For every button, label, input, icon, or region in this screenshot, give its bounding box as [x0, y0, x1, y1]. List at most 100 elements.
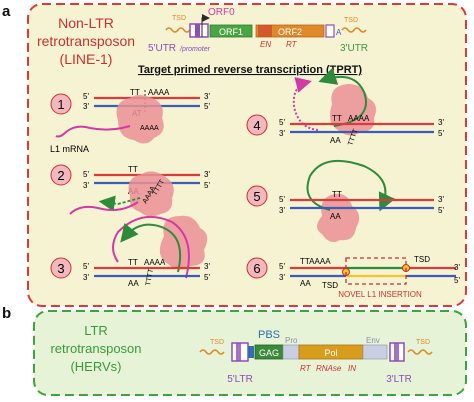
- line1-tsd-right: TSD: [344, 17, 358, 24]
- herv-in-label: IN: [348, 364, 356, 373]
- tprt-step-5: 5 5' 3' 3' 5' TT AA: [246, 159, 444, 242]
- step-2-cdna-arrow: [98, 195, 141, 212]
- step-4-5prime-bottom: 5': [438, 129, 444, 138]
- step-6-tsd-bottom: TSD: [322, 281, 338, 290]
- orf1-block: [209, 24, 253, 38]
- step-1-number: 1: [57, 97, 64, 112]
- step-1-3prime-bottom: 3': [83, 102, 89, 111]
- pbs-block: [248, 346, 254, 358]
- step-6-tsd-top: TSD: [414, 255, 430, 264]
- step-6-3prime-bottom: 3': [279, 273, 285, 282]
- step-2-l1-mrna: [69, 201, 139, 215]
- step-1-polya-tail: AAAA: [140, 125, 159, 132]
- step-2-tt: TT: [128, 165, 138, 174]
- panel-a-letter: a: [2, 3, 11, 20]
- orf0-arrow: [201, 14, 210, 37]
- step-2-badge: [50, 164, 72, 186]
- step-1-3prime-top: 3': [204, 92, 210, 101]
- step-5-aa: AA: [330, 212, 341, 221]
- tprt-step-1: 1 5' 3' 3' 5' TT AAAA AT AAAA L1 mRNA: [50, 88, 210, 154]
- line1-flank-right: [341, 27, 367, 33]
- step-4-3prime-bottom: 3': [279, 129, 285, 138]
- panel-a-title-line3: (LINE-1): [60, 51, 113, 67]
- orf1-label: ORF1: [219, 27, 243, 37]
- step-3-tttt: TTTT: [145, 268, 155, 287]
- step-6-5prime-bottom: 5': [454, 276, 460, 285]
- step-3-aaaa: AAAA: [144, 258, 166, 267]
- line1-gene-structure: TSD ORF0 ORF1 ORF2 A TSD EN RT 5'UTR /pr…: [148, 7, 368, 54]
- herv-gene-structure: TSD PBS GAG Pro Pol Env TSD RT RNAse IN …: [199, 329, 433, 385]
- step-1-tt: TT: [130, 88, 140, 97]
- utr3-label: 3'UTR: [340, 43, 368, 54]
- line1-tsd-left: TSD: [172, 15, 186, 22]
- step-5-5prime-top: 5': [279, 195, 285, 204]
- step-3-3prime-bottom: 3': [83, 273, 89, 282]
- step-3-enzyme: [159, 215, 208, 270]
- panel-a-title-line2: retrotransposon: [37, 33, 135, 49]
- step-6-insertion-label: NOVEL L1 INSERTION: [338, 290, 422, 299]
- panel-b-title-line2: retrotransposon: [50, 341, 141, 356]
- utr5-promoter-label: /promoter: [179, 46, 211, 53]
- orf2-block: [255, 24, 325, 38]
- tprt-step-2: 2 5' 3' 3' 5' TT AA TTTT AAAA: [50, 164, 210, 217]
- step-4-rt-arrow: [318, 67, 367, 127]
- pbs-label: PBS: [258, 329, 280, 341]
- step-4-3prime-top: 3': [438, 118, 444, 127]
- en-label: EN: [260, 40, 271, 49]
- step-6-3prime-top: 3': [454, 263, 460, 272]
- step-5-number: 5: [253, 189, 260, 204]
- orf2-en-domain: [258, 25, 272, 37]
- step-3-number: 3: [57, 261, 64, 276]
- herv-5ltr-inner: [236, 343, 241, 361]
- step-4-aaaa: AAAA: [348, 114, 370, 123]
- step-5-green-strand: [306, 159, 396, 212]
- panel-b-title-line3: (HERVs): [70, 359, 121, 374]
- line1-3utr-block: [325, 24, 335, 38]
- orf0-label: ORF0: [208, 7, 235, 18]
- panel-a-title-line1: Non-LTR: [58, 15, 114, 31]
- line1-flank-left: [165, 27, 191, 33]
- herv-tsd-right: TSD: [416, 339, 430, 346]
- tprt-step-6: 6 5' 3' 3' 5' TTAAAA AA TSD TSD NOVEL L1…: [246, 255, 460, 299]
- step-1-5prime-top: 5': [83, 92, 89, 101]
- tprt-title: Target primed reverse transcription (TPR…: [138, 64, 362, 76]
- step-4-tt: TT: [332, 114, 342, 123]
- step-6-ttaaaa: TTAAAA: [300, 257, 331, 266]
- step-5-badge: [246, 185, 268, 207]
- orf2-label: ORF2: [278, 27, 302, 37]
- herv-tsd-left: TSD: [210, 339, 224, 346]
- step-3-5prime-bottom: 5': [204, 273, 210, 282]
- step-2-3prime-bottom: 3': [83, 181, 89, 190]
- step-6-badge: [246, 257, 268, 279]
- step-2-3prime-top: 3': [204, 170, 210, 179]
- herv-5ltr-label: 5'LTR: [227, 374, 253, 385]
- step-1-aaaa: AAAA: [148, 88, 170, 97]
- step-3-5prime-top: 5': [83, 262, 89, 271]
- panel-b-title-line1: LTR: [84, 323, 108, 338]
- step-4-l1-mrna: [292, 77, 319, 131]
- step-6-insertion-box: [345, 257, 407, 285]
- tprt-step-3: 3 5' 3' 3' 5' TT AAAA AA TTTT: [50, 215, 210, 288]
- step-2-5prime-bottom: 5': [204, 181, 210, 190]
- step-5-3prime-bottom: 3': [279, 206, 285, 215]
- pro-label: Pro: [285, 336, 298, 345]
- step-3-rt-arrow: [120, 223, 182, 273]
- step-6-number: 6: [253, 261, 260, 276]
- line1-5utr-inner: [195, 24, 200, 37]
- pol-label: Pol: [324, 348, 337, 358]
- herv-flank-right: [407, 349, 433, 355]
- step-4-aa: AA: [330, 136, 341, 145]
- herv-rt-label: RT: [300, 364, 312, 373]
- pro-block: [282, 344, 300, 360]
- step-4-number: 4: [253, 118, 260, 133]
- step-1-badge: [50, 93, 72, 115]
- step-2-5prime-top: 5': [83, 170, 89, 179]
- step-1-mrna-label: L1 mRNA: [50, 144, 89, 154]
- step-5-3prime-top: 3': [438, 195, 444, 204]
- env-block: [362, 344, 388, 360]
- step-3-aa: AA: [128, 279, 139, 288]
- rt-label: RT: [286, 40, 298, 49]
- step-3-l1-mrna: [112, 215, 190, 279]
- step-6-aa: AA: [300, 279, 311, 288]
